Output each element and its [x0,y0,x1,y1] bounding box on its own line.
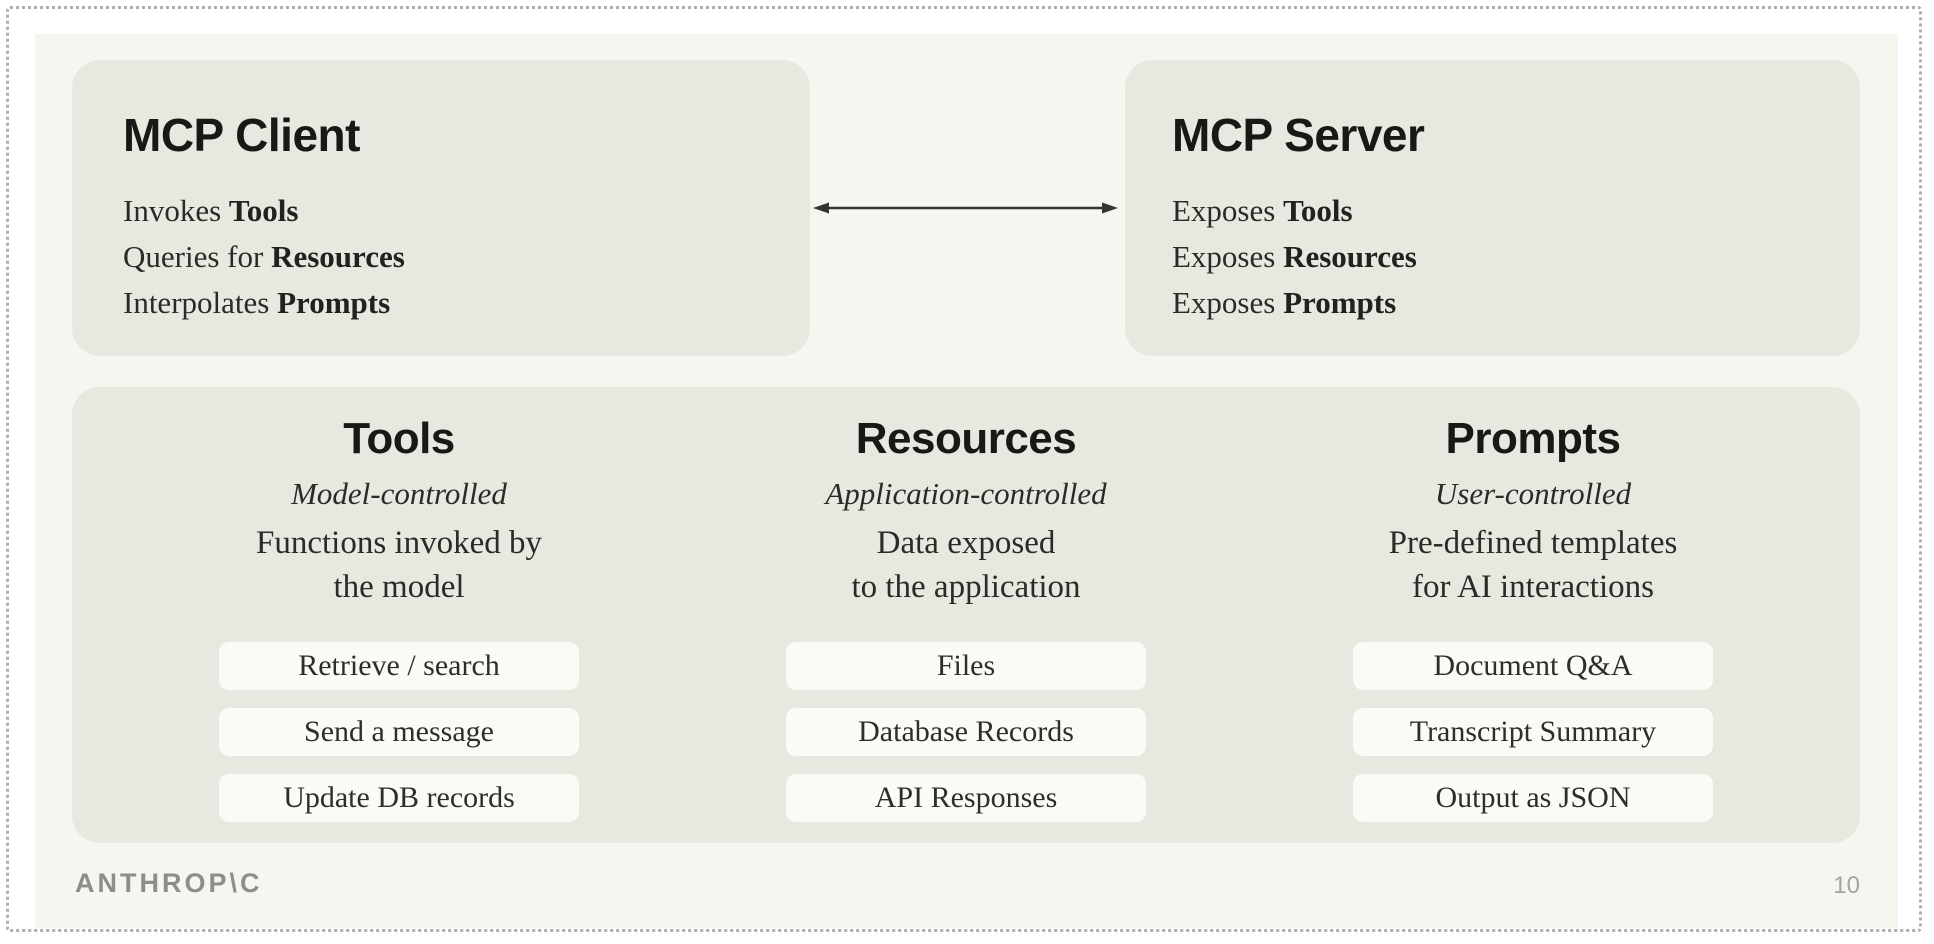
server-line-bold: Prompts [1283,285,1397,320]
mcp-server-lines: Exposes Tools Exposes Resources Exposes … [1172,188,1860,326]
server-line-bold: Tools [1283,193,1353,228]
client-line-queries-resources: Queries for Resources [123,234,810,280]
slide: MCP Client Invokes Tools Queries for Res… [35,34,1898,928]
client-line-prefix: Interpolates [123,285,278,320]
mcp-client-lines: Invokes Tools Queries for Resources Inte… [123,188,810,326]
pill-document-qa: Document Q&A [1353,642,1713,690]
column-resources: Resources Application-controlled Data ex… [683,415,1250,843]
client-server-connection [813,200,1118,216]
resources-description: Data exposed to the application [683,521,1250,609]
prompts-description-line: Pre-defined templates [1388,525,1678,561]
client-line-bold: Resources [271,239,405,274]
resources-subtitle: Application-controlled [825,476,1107,511]
resources-pill-list: Files Database Records API Responses [683,642,1250,822]
capabilities-panel: Tools Model-controlled Functions invoked… [72,387,1860,843]
prompts-pill-list: Document Q&A Transcript Summary Output a… [1250,642,1817,822]
prompts-description: Pre-defined templates for AI interaction… [1250,521,1817,609]
tools-subtitle: Model-controlled [291,476,507,511]
pill-api-responses: API Responses [786,774,1146,822]
resources-title: Resources [855,414,1077,463]
mcp-server-title: MCP Server [1172,109,1425,161]
server-line-bold: Resources [1283,239,1417,274]
prompts-subtitle: User-controlled [1434,476,1632,511]
tools-pill-list: Retrieve / search Send a message Update … [116,642,683,822]
mcp-client-box: MCP Client Invokes Tools Queries for Res… [72,60,810,356]
prompts-title: Prompts [1445,414,1621,463]
client-line-prefix: Invokes [123,193,229,228]
client-line-bold: Tools [228,193,299,228]
column-prompts: Prompts User-controlled Pre-defined temp… [1250,415,1817,843]
resources-description-line: Data exposed [876,525,1056,561]
client-line-interpolates-prompts: Interpolates Prompts [123,280,810,326]
mcp-server-box: MCP Server Exposes Tools Exposes Resourc… [1125,60,1860,356]
pill-retrieve-search: Retrieve / search [219,642,579,690]
server-line-exposes-tools: Exposes Tools [1172,188,1860,234]
pill-update-db-records: Update DB records [219,774,579,822]
client-line-invokes-tools: Invokes Tools [123,188,810,234]
mcp-client-title: MCP Client [123,109,360,161]
server-line-prefix: Exposes [1172,285,1284,320]
client-line-bold: Prompts [277,285,391,320]
prompts-description-line: for AI interactions [1412,569,1654,605]
anthropic-logo: ANTHROP\C [75,868,263,898]
tools-title: Tools [343,414,455,463]
tools-description: Functions invoked by the model [116,521,683,609]
pill-files: Files [786,642,1146,690]
server-line-prefix: Exposes [1172,193,1284,228]
server-line-exposes-prompts: Exposes Prompts [1172,280,1860,326]
pill-output-as-json: Output as JSON [1353,774,1713,822]
pill-transcript-summary: Transcript Summary [1353,708,1713,756]
resources-description-line: to the application [851,569,1081,605]
tools-description-line: Functions invoked by [256,525,542,561]
server-line-prefix: Exposes [1172,239,1284,274]
server-line-exposes-resources: Exposes Resources [1172,234,1860,280]
client-line-prefix: Queries for [123,239,272,274]
pill-send-message: Send a message [219,708,579,756]
bidirectional-arrow-icon [813,202,1118,214]
pill-database-records: Database Records [786,708,1146,756]
column-tools: Tools Model-controlled Functions invoked… [116,415,683,843]
tools-description-line: the model [333,569,465,605]
page-number: 10 [1833,872,1860,899]
